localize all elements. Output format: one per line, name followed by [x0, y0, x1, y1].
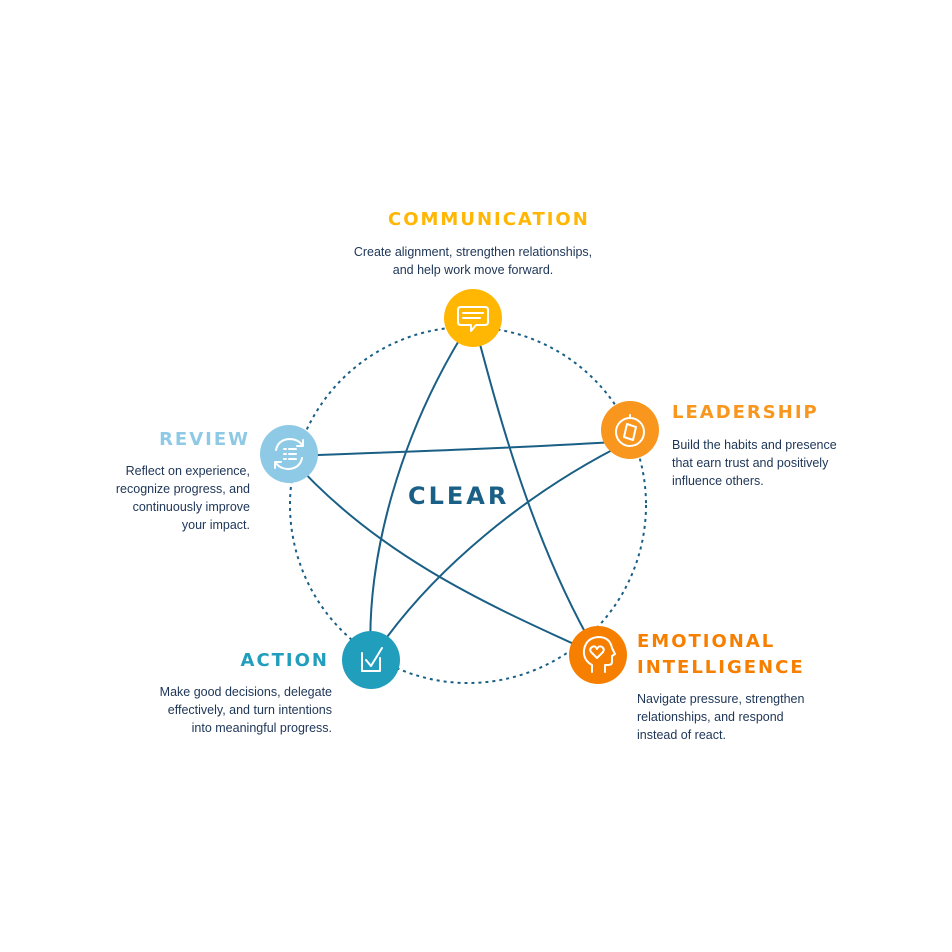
action-title: ACTION: [240, 650, 329, 671]
communication-desc-line: Create alignment, strengthen relationshi…: [353, 245, 593, 259]
star-curve-communication-action: [369, 317, 474, 661]
node-communication: [444, 289, 502, 347]
star-curve-leadership-action: [370, 440, 631, 661]
leadership-node-circle: [601, 401, 659, 459]
emotional-desc-line: instead of react.: [637, 728, 726, 742]
review-desc-line: Reflect on experience,: [125, 464, 250, 478]
communication-title: COMMUNICATION: [388, 209, 590, 230]
compass-icon: [615, 414, 645, 447]
emotional-title-line: EMOTIONAL: [637, 631, 776, 652]
emotional-title: EMOTIONAL INTELLIGENCE: [637, 629, 805, 681]
review-desc-line: continuously improve: [132, 500, 250, 514]
communication-desc-line: and help work move forward.: [392, 263, 554, 277]
emotional-desc-line: Navigate pressure, strengthen: [637, 692, 805, 706]
outer-dashed-circle: [289, 326, 647, 684]
head-heart-icon: [582, 636, 616, 673]
emotional-node-circle: [569, 626, 627, 684]
checkbox-icon: [361, 647, 383, 672]
node-action: [342, 631, 400, 689]
leadership-description: Build the habits and presence that earn …: [672, 436, 912, 490]
star-curves: [288, 317, 631, 661]
review-desc-line: your impact.: [181, 518, 250, 532]
center-label: CLEAR: [408, 482, 510, 510]
review-title: REVIEW: [159, 429, 250, 450]
node-emotional: [569, 626, 627, 684]
action-node-circle: [342, 631, 400, 689]
action-description: Make good decisions, delegate effectivel…: [100, 683, 332, 737]
speech-bubble-icon: [457, 306, 489, 332]
emotional-title-line: INTELLIGENCE: [637, 657, 805, 678]
cycle-list-icon: [274, 438, 304, 470]
emotional-description: Navigate pressure, strengthen relationsh…: [637, 690, 877, 744]
communication-description: Create alignment, strengthen relationshi…: [332, 243, 614, 279]
action-desc-line: Make good decisions, delegate: [159, 685, 332, 699]
star-curve-review-emotional: [288, 455, 599, 656]
star-curve-communication-emotional: [472, 317, 599, 656]
leadership-desc-line: Build the habits and presence: [672, 438, 837, 452]
action-desc-line: into meaningful progress.: [191, 721, 332, 735]
review-description: Reflect on experience, recognize progres…: [60, 462, 250, 534]
leadership-desc-line: that earn trust and positively: [672, 456, 829, 470]
leadership-desc-line: influence others.: [672, 474, 764, 488]
star-curve-leadership-review: [288, 440, 631, 457]
node-leadership: [601, 401, 659, 459]
node-review: [260, 425, 318, 483]
action-desc-line: effectively, and turn intentions: [167, 703, 332, 717]
review-desc-line: recognize progress, and: [115, 482, 250, 496]
emotional-desc-line: relationships, and respond: [637, 710, 784, 724]
leadership-title: LEADERSHIP: [672, 402, 819, 423]
